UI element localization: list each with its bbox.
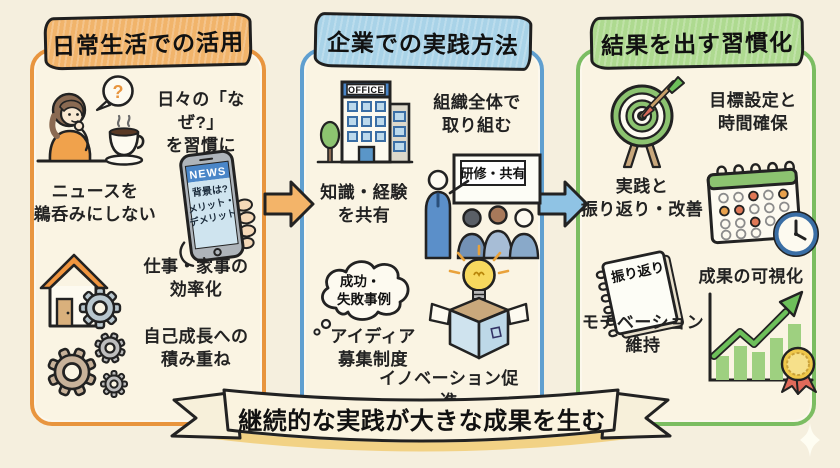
open-box: [428, 296, 530, 360]
small-gear-bottom: [100, 370, 128, 398]
label-goal-setting: 目標設定と 時間確保: [709, 91, 797, 133]
header-daily-life-label: 日常生活での活用: [51, 28, 245, 59]
header-company-practice-label: 企業での実践方法: [326, 28, 520, 59]
calendar-icon: [706, 160, 802, 245]
header-habit-results-label: 結果を出す習慣化: [600, 28, 794, 59]
lightbulb-icon: [448, 244, 510, 300]
gears-icon: [47, 332, 128, 398]
sparkle-icon: [800, 423, 820, 457]
presenter-figure: [424, 169, 452, 260]
medal-icon: [780, 346, 817, 395]
svg-text:成功・ 失敗事例: 成功・ 失敗事例: [337, 273, 391, 307]
label-visualize-results: 成果の可視化: [698, 267, 804, 286]
idea-box-icon: [428, 244, 530, 360]
phone-line1: 背景は?: [191, 182, 228, 199]
header-daily-life: 日常生活での活用: [43, 12, 253, 71]
label-whole-organization: 組織全体で 取り組む: [433, 93, 521, 135]
big-gear: [47, 347, 97, 397]
calendar-days: [718, 188, 791, 241]
phone-news-headline: NEWS: [189, 166, 227, 182]
cloud-line2: 失敗事例: [337, 291, 391, 307]
training-presentation-icon: 研修・共有: [424, 153, 542, 260]
header-habit-results: 結果を出す習慣化: [589, 12, 805, 71]
label-motivation: モチベーション 維持: [581, 313, 705, 355]
summary-ribbon-text: 継続的な実践が大きな成果を生む: [238, 407, 606, 435]
flow-arrow-daily-to-company: [263, 180, 315, 228]
growth-arrow: [710, 290, 804, 360]
clock-icon: [773, 211, 819, 257]
house-gear-icon: [39, 253, 122, 330]
woman-figure: [48, 92, 92, 163]
header-company-practice: 企業での実践方法: [313, 11, 533, 72]
dart-arrow: [639, 76, 685, 119]
smartphone-news-icon: NEWS 背景は? メリット・ デメリット: [179, 149, 257, 267]
ribbon-banner: [170, 388, 672, 452]
label-idea-system: アイディア 募集制度: [330, 327, 416, 369]
cloud-line1: 成功・: [340, 273, 381, 289]
calendar-clock-icon: [706, 160, 819, 257]
gear-icon: [78, 286, 122, 330]
thinking-woman-icon: ?: [36, 75, 145, 166]
small-gear-top: [94, 332, 126, 364]
spiral-binding: [595, 270, 618, 338]
label-daily-why: 日々の「なぜ?」 を習慣に: [157, 90, 245, 155]
label-work-efficiency: 仕事・家事の 効率化: [143, 257, 249, 299]
tree-icon: [319, 120, 341, 163]
office-building-icon: OFFICE: [316, 80, 414, 164]
flow-arrow-company-to-habit: [537, 180, 589, 228]
target-arrow-icon: [610, 76, 685, 169]
office-sign: OFFICE: [348, 85, 384, 95]
label-share-knowledge: 知識・経験 を共有: [320, 183, 408, 225]
label-practice-review: 実践と 振り返り・改善: [580, 177, 704, 219]
growth-chart-icon: [708, 290, 817, 395]
training-board-sign: 研修・共有: [460, 166, 525, 181]
reflection-notebook-icon: 振り返り: [595, 250, 684, 339]
label-self-growth: 自己成長への 積み重ね: [143, 327, 249, 369]
question-mark: ?: [113, 82, 124, 102]
thought-bubble-icon: 成功・ 失敗事例: [313, 260, 410, 336]
label-news-skeptic: ニュースを 鵜呑みにしない: [33, 182, 157, 224]
office-windows: [347, 101, 386, 142]
question-bubble-icon: ?: [95, 75, 134, 112]
coffee-cup-icon: [104, 114, 145, 166]
